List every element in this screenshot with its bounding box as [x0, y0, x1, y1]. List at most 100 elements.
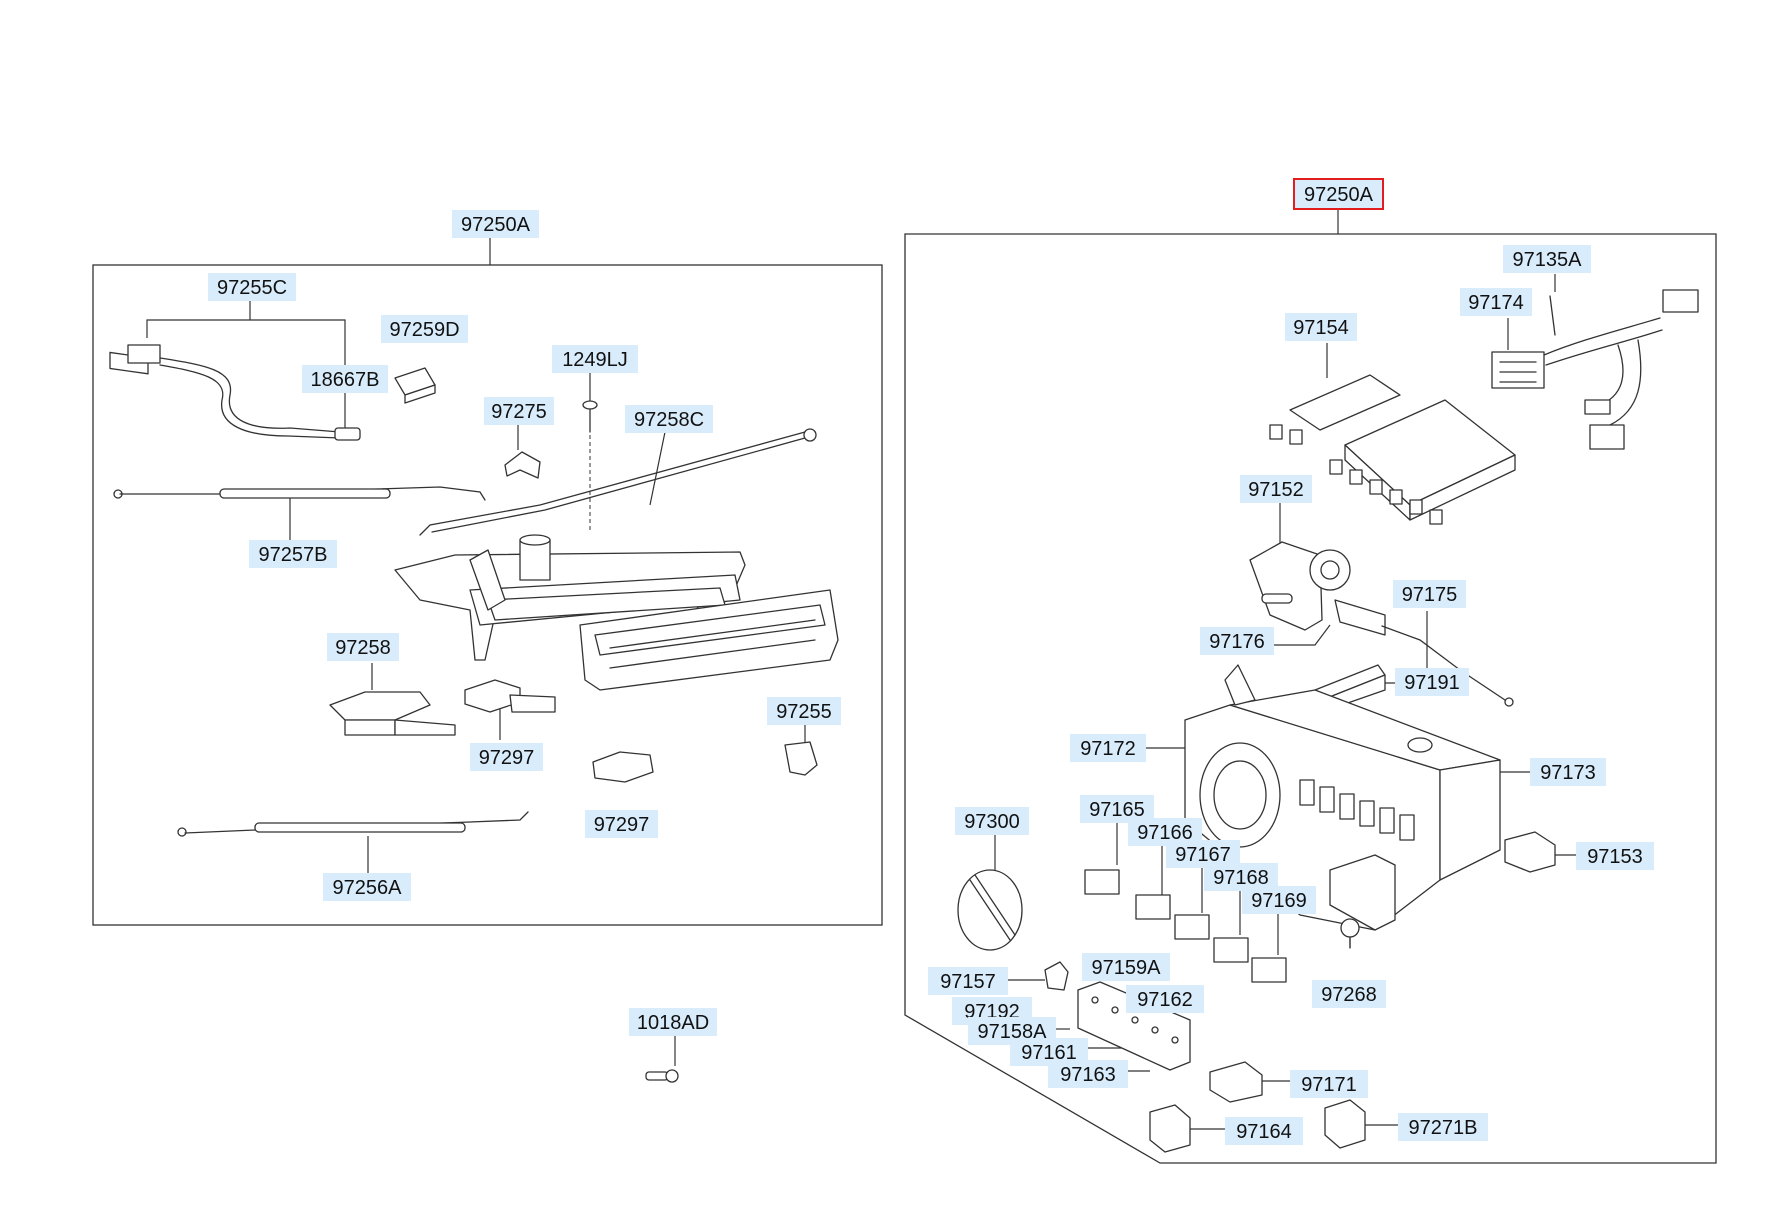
part-label-bg [552, 345, 638, 373]
part-label-97300[interactable]: 97300 [955, 807, 1029, 835]
part-label-97255[interactable]: 97255 [767, 697, 841, 725]
part-number-text: 97158A [978, 1021, 1048, 1043]
part-label-97153[interactable]: 97153 [1576, 842, 1654, 870]
part-label-bg [302, 365, 388, 393]
part-label-bg [1290, 1070, 1368, 1098]
part-label-97176[interactable]: 97176 [1200, 627, 1274, 655]
part-label-bg [767, 697, 841, 725]
part-label-97166[interactable]: 97166 [1128, 818, 1202, 846]
wiring-harness-97255c [109, 344, 361, 441]
part-number-text: 1018AD [637, 1012, 709, 1034]
screw-1249lj [582, 400, 598, 530]
part-number-text: 97275 [491, 401, 547, 423]
part-label-97250a-right[interactable]: 97250A [1293, 178, 1384, 210]
part-label-97171[interactable]: 97171 [1290, 1070, 1368, 1098]
part-label-1249lj[interactable]: 1249LJ [552, 345, 638, 373]
labels-layer: 97250A 97255C 97259D 18667B 1249LJ 97275 97258… [208, 178, 1654, 1145]
part-label-97173[interactable]: 97173 [1530, 758, 1606, 786]
part-label-bg [1082, 953, 1170, 981]
wiring-harness-97135a [1491, 289, 1699, 450]
knob-97297-a [464, 679, 556, 713]
cap-97157 [1044, 961, 1069, 991]
gear-assembly-97152 [1249, 541, 1386, 636]
part-number-text: 97174 [1468, 292, 1524, 314]
part-label-97159a[interactable]: 97159A [1082, 953, 1170, 981]
control-housing-main [1184, 664, 1501, 931]
connector-97171 [1209, 1061, 1263, 1103]
part-number-text: 97173 [1540, 762, 1596, 784]
part-number-text: 97250A [1304, 184, 1374, 206]
part-label-bg [1312, 980, 1386, 1008]
cable-97175 [1381, 625, 1514, 707]
part-label-97152[interactable]: 97152 [1240, 475, 1312, 503]
part-label-1018ad[interactable]: 1018AD [629, 1008, 717, 1036]
part-label-bg [381, 315, 468, 343]
part-number-text: 97163 [1060, 1064, 1116, 1086]
heater-control-base-left [394, 534, 746, 661]
part-label-97258c[interactable]: 97258C [625, 405, 713, 433]
cable-97258c [419, 428, 817, 536]
part-label-bg [625, 405, 713, 433]
part-number-text: 97175 [1402, 584, 1458, 606]
clip-97275 [504, 451, 541, 479]
part-label-bg [1503, 245, 1591, 273]
part-number-text: 97161 [1021, 1042, 1077, 1064]
knob-97153 [1504, 831, 1556, 873]
knob-97300 [957, 869, 1023, 951]
part-number-text: 97259D [389, 319, 459, 341]
part-label-97157[interactable]: 97157 [928, 967, 1008, 995]
part-number-text: 97165 [1089, 799, 1145, 821]
part-label-97256a[interactable]: 97256A [323, 873, 411, 901]
part-number-text: 97169 [1251, 890, 1307, 912]
part-label-97297-a[interactable]: 97297 [470, 743, 543, 771]
part-number-text: 97271B [1409, 1117, 1478, 1139]
part-number-text: 97258 [335, 637, 391, 659]
control-module-97154 [1269, 374, 1516, 525]
part-number-text: 18667B [311, 369, 380, 391]
part-label-97175[interactable]: 97175 [1393, 580, 1466, 608]
part-label-97169[interactable]: 97169 [1242, 886, 1316, 914]
part-label-bg [1295, 180, 1382, 208]
knob-97268 [1340, 918, 1360, 949]
cap-97164 [1149, 1104, 1191, 1153]
part-number-text: 97164 [1236, 1121, 1292, 1143]
part-number-text: 97167 [1175, 844, 1231, 866]
part-label-bg [955, 807, 1029, 835]
part-label-97250a-left[interactable]: 97250A [452, 210, 539, 238]
part-label-97191[interactable]: 97191 [1395, 668, 1469, 696]
part-label-bg [327, 633, 399, 661]
right-assembly-frame [904, 233, 1717, 1164]
part-label-97172[interactable]: 97172 [1070, 734, 1146, 762]
part-number-text: 1249LJ [562, 349, 628, 371]
part-number-text: 97257B [259, 544, 328, 566]
part-number-text: 97168 [1213, 867, 1269, 889]
part-label-18667b[interactable]: 18667B [302, 365, 388, 393]
part-label-97257b[interactable]: 97257B [249, 540, 337, 568]
cable-97256a [177, 811, 529, 837]
part-label-97174[interactable]: 97174 [1460, 288, 1532, 316]
part-label-bg [928, 967, 1008, 995]
part-number-text: 97255C [217, 277, 287, 299]
part-label-97271b[interactable]: 97271B [1398, 1113, 1488, 1141]
part-label-97164[interactable]: 97164 [1225, 1117, 1303, 1145]
screw-1018ad [645, 1069, 679, 1083]
part-label-97154[interactable]: 97154 [1285, 313, 1357, 341]
part-label-bg [249, 540, 337, 568]
part-label-97135a[interactable]: 97135A [1503, 245, 1591, 273]
part-label-97255c[interactable]: 97255C [208, 273, 296, 301]
part-label-97258[interactable]: 97258 [327, 633, 399, 661]
part-number-text: 97135A [1513, 249, 1583, 271]
part-label-bg [1225, 1117, 1303, 1145]
part-label-97163[interactable]: 97163 [1048, 1060, 1128, 1088]
part-label-97268[interactable]: 97268 [1312, 980, 1386, 1008]
part-label-bg [452, 210, 539, 238]
part-label-97259d[interactable]: 97259D [381, 315, 468, 343]
part-label-97275[interactable]: 97275 [484, 397, 554, 425]
part-number-text: 97297 [594, 814, 650, 836]
part-label-97162[interactable]: 97162 [1126, 985, 1204, 1013]
part-label-97297-b[interactable]: 97297 [585, 810, 658, 838]
part-label-bg [208, 273, 296, 301]
part-number-text: 97268 [1321, 984, 1377, 1006]
lever-97258 [329, 691, 456, 736]
